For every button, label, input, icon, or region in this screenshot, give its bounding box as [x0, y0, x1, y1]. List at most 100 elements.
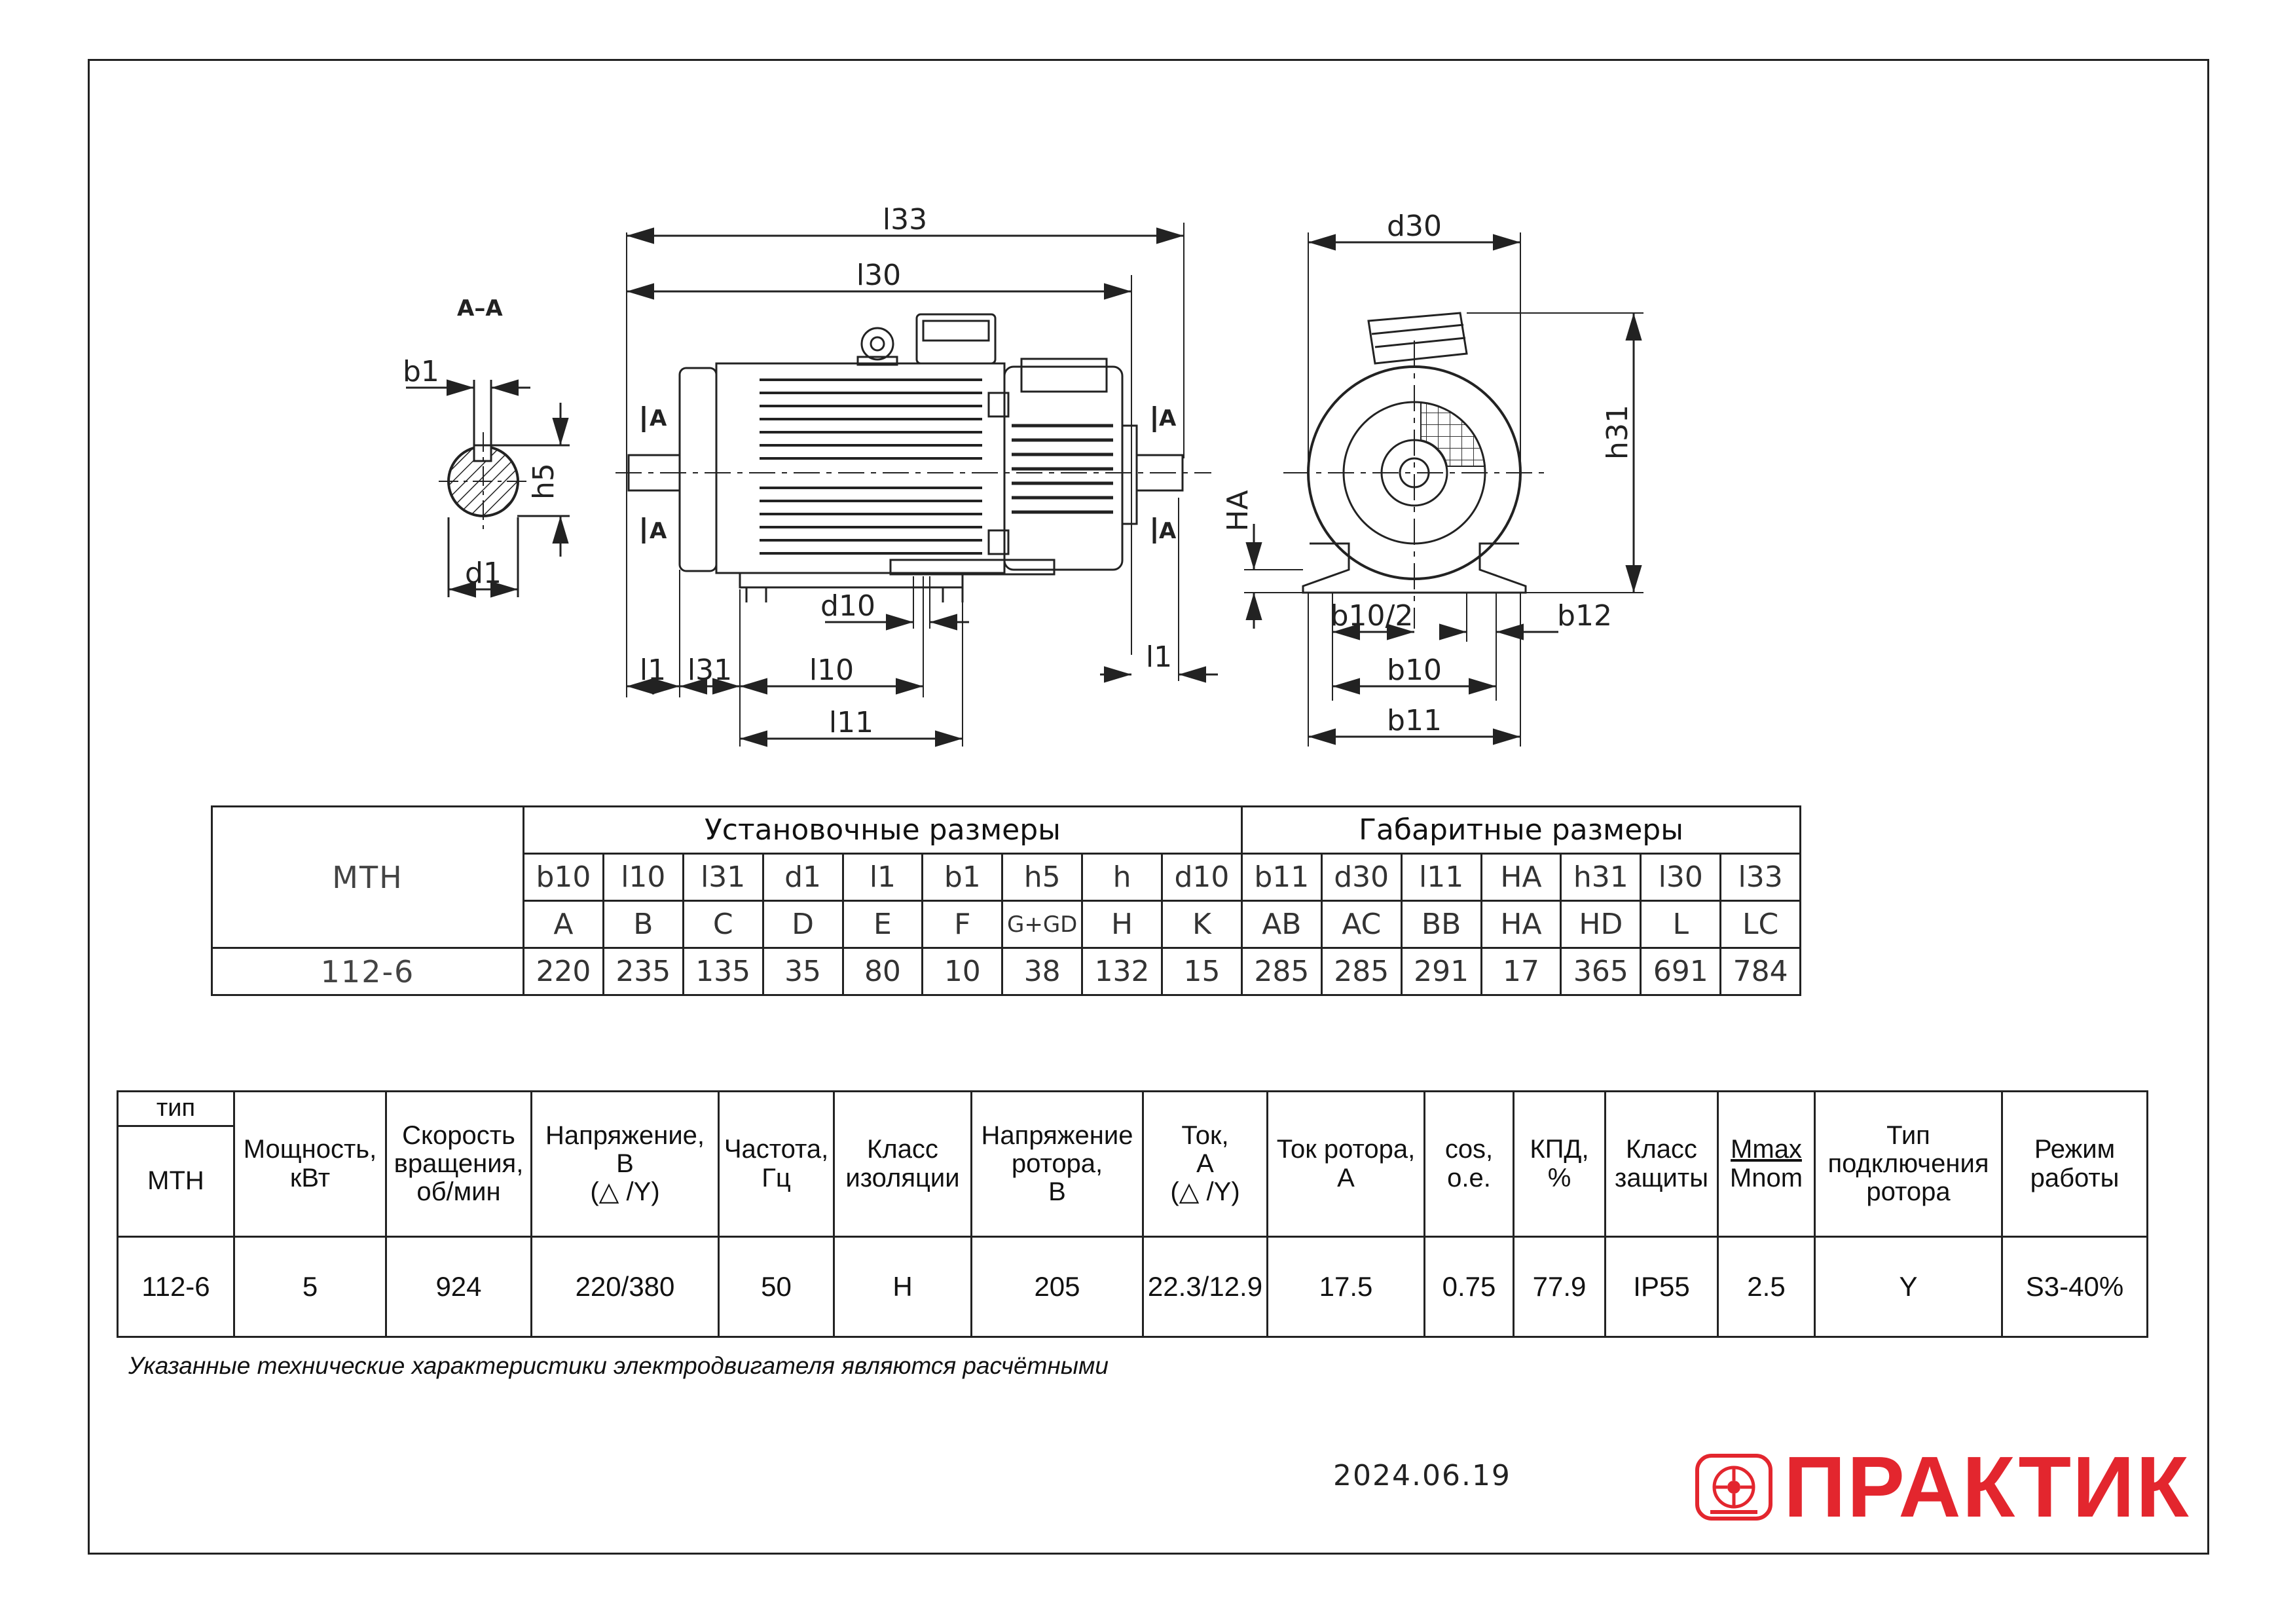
- dims-value: 235: [602, 947, 684, 996]
- cut-label-tr: A: [1159, 405, 1177, 432]
- dim-label-l33: l33: [883, 203, 927, 236]
- spec-value-power: 5: [233, 1236, 387, 1338]
- dims-code: l30: [1640, 853, 1722, 902]
- dims-code: l33: [1719, 853, 1802, 902]
- document-date: 2024.06.19: [1333, 1459, 1511, 1492]
- spec-header-frequency: Частота,Гц: [718, 1090, 835, 1238]
- dims-iec-code: AB: [1240, 900, 1323, 949]
- dims-code: b10: [523, 853, 604, 902]
- spec-header-rotor-current: Ток ротора,А: [1266, 1090, 1425, 1238]
- dims-value: 38: [1001, 947, 1084, 996]
- dims-value: 291: [1400, 947, 1482, 996]
- spec-header-voltage: Напряжение,В(△ /Y): [530, 1090, 720, 1238]
- dims-iec-code: B: [602, 900, 684, 949]
- dims-group-overall: Габаритные размеры: [1240, 805, 1802, 855]
- dims-iec-code: HA: [1480, 900, 1562, 949]
- dim-label-l10: l10: [809, 654, 854, 687]
- dim-label-l1-left: l1: [640, 654, 666, 687]
- dim-label-d30: d30: [1387, 210, 1442, 243]
- dims-code: HA: [1480, 853, 1562, 902]
- spec-value-efficiency: 77.9: [1513, 1236, 1606, 1338]
- dims-iec-code: G+GD: [1001, 900, 1084, 949]
- dims-code: h: [1081, 853, 1163, 902]
- dim-label-h31: h31: [1601, 405, 1634, 460]
- brand-emblem-icon: [1695, 1454, 1772, 1521]
- disclaimer-note: Указанные технические характеристики эле…: [128, 1352, 1109, 1379]
- dims-code: d30: [1320, 853, 1403, 902]
- dim-label-l31: l31: [688, 654, 732, 687]
- spec-value-insulation: H: [833, 1236, 972, 1338]
- dims-code: d1: [762, 853, 844, 902]
- dims-iec-code: C: [682, 900, 764, 949]
- dims-code: b1: [921, 853, 1004, 902]
- dim-label-d1: d1: [465, 557, 502, 590]
- motor-drawing: A–A b1 h5 d1 l33 l30 l1 l31 l10 l11 d10 …: [403, 203, 1643, 747]
- dims-value: 132: [1081, 947, 1163, 996]
- cut-label-tl: A: [650, 405, 667, 432]
- dims-iec-code: E: [841, 900, 924, 949]
- dims-value: 285: [1320, 947, 1403, 996]
- spec-header-cos: cos,o.e.: [1423, 1090, 1515, 1238]
- dims-iec-code: A: [523, 900, 604, 949]
- dims-iec-code: L: [1640, 900, 1722, 949]
- spec-value-cos: 0.75: [1423, 1236, 1515, 1338]
- dims-code: b11: [1240, 853, 1323, 902]
- dims-code: h31: [1560, 853, 1642, 902]
- cut-label-bl: A: [650, 518, 667, 544]
- dim-label-HA: HA: [1221, 490, 1255, 531]
- spec-value-type: 112-6: [117, 1236, 235, 1338]
- spec-header-current: Ток,А(△ /Y): [1142, 1090, 1268, 1238]
- spec-value-frequency: 50: [718, 1236, 835, 1338]
- sheet-frame: [88, 59, 2209, 1555]
- dims-code: l11: [1400, 853, 1482, 902]
- dim-label-b10-half: b10/2: [1331, 599, 1414, 633]
- dims-value: 691: [1640, 947, 1722, 996]
- dims-value: 17: [1480, 947, 1562, 996]
- dim-label-b1: b1: [403, 355, 439, 388]
- dims-model-header: МТН: [211, 805, 524, 949]
- dims-value: 35: [762, 947, 844, 996]
- spec-value-torque: 2.5: [1717, 1236, 1816, 1338]
- dims-value: 784: [1719, 947, 1802, 996]
- dims-iec-code: HD: [1560, 900, 1642, 949]
- spec-type-value: МТН: [117, 1125, 235, 1238]
- dims-iec-code: K: [1161, 900, 1243, 949]
- motor-side-view: [615, 313, 1211, 602]
- section-label: A–A: [457, 295, 503, 322]
- spec-type-label: тип: [117, 1090, 235, 1127]
- spec-value-protection: IP55: [1604, 1236, 1719, 1338]
- dims-value: 365: [1560, 947, 1642, 996]
- dims-value: 135: [682, 947, 764, 996]
- dims-iec-code: H: [1081, 900, 1163, 949]
- dims-code: l1: [841, 853, 924, 902]
- dims-value: 80: [841, 947, 924, 996]
- dim-label-b12: b12: [1557, 599, 1612, 633]
- dim-label-b11: b11: [1387, 704, 1442, 737]
- dims-code: h5: [1001, 853, 1084, 902]
- dims-iec-code: LC: [1719, 900, 1802, 949]
- motor-front-view: [1283, 312, 1545, 629]
- dims-code: d10: [1161, 853, 1243, 902]
- spec-value-voltage: 220/380: [530, 1236, 720, 1338]
- dims-code: l31: [682, 853, 764, 902]
- dim-label-l30: l30: [856, 259, 901, 292]
- dims-value: 10: [921, 947, 1004, 996]
- brand-name: ПРАКТИК: [1784, 1439, 2190, 1535]
- spec-value-speed: 924: [385, 1236, 532, 1338]
- dim-label-l11: l11: [829, 706, 873, 739]
- dims-value: 285: [1240, 947, 1323, 996]
- dimensions-table: МТН Установочные размеры Габаритные разм…: [211, 805, 1802, 996]
- dim-label-h5: h5: [527, 463, 560, 500]
- spec-value-rotor-connection: Y: [1814, 1236, 2003, 1338]
- dims-code: l10: [602, 853, 684, 902]
- dim-label-b10: b10: [1387, 654, 1442, 687]
- dims-iec-code: AC: [1320, 900, 1403, 949]
